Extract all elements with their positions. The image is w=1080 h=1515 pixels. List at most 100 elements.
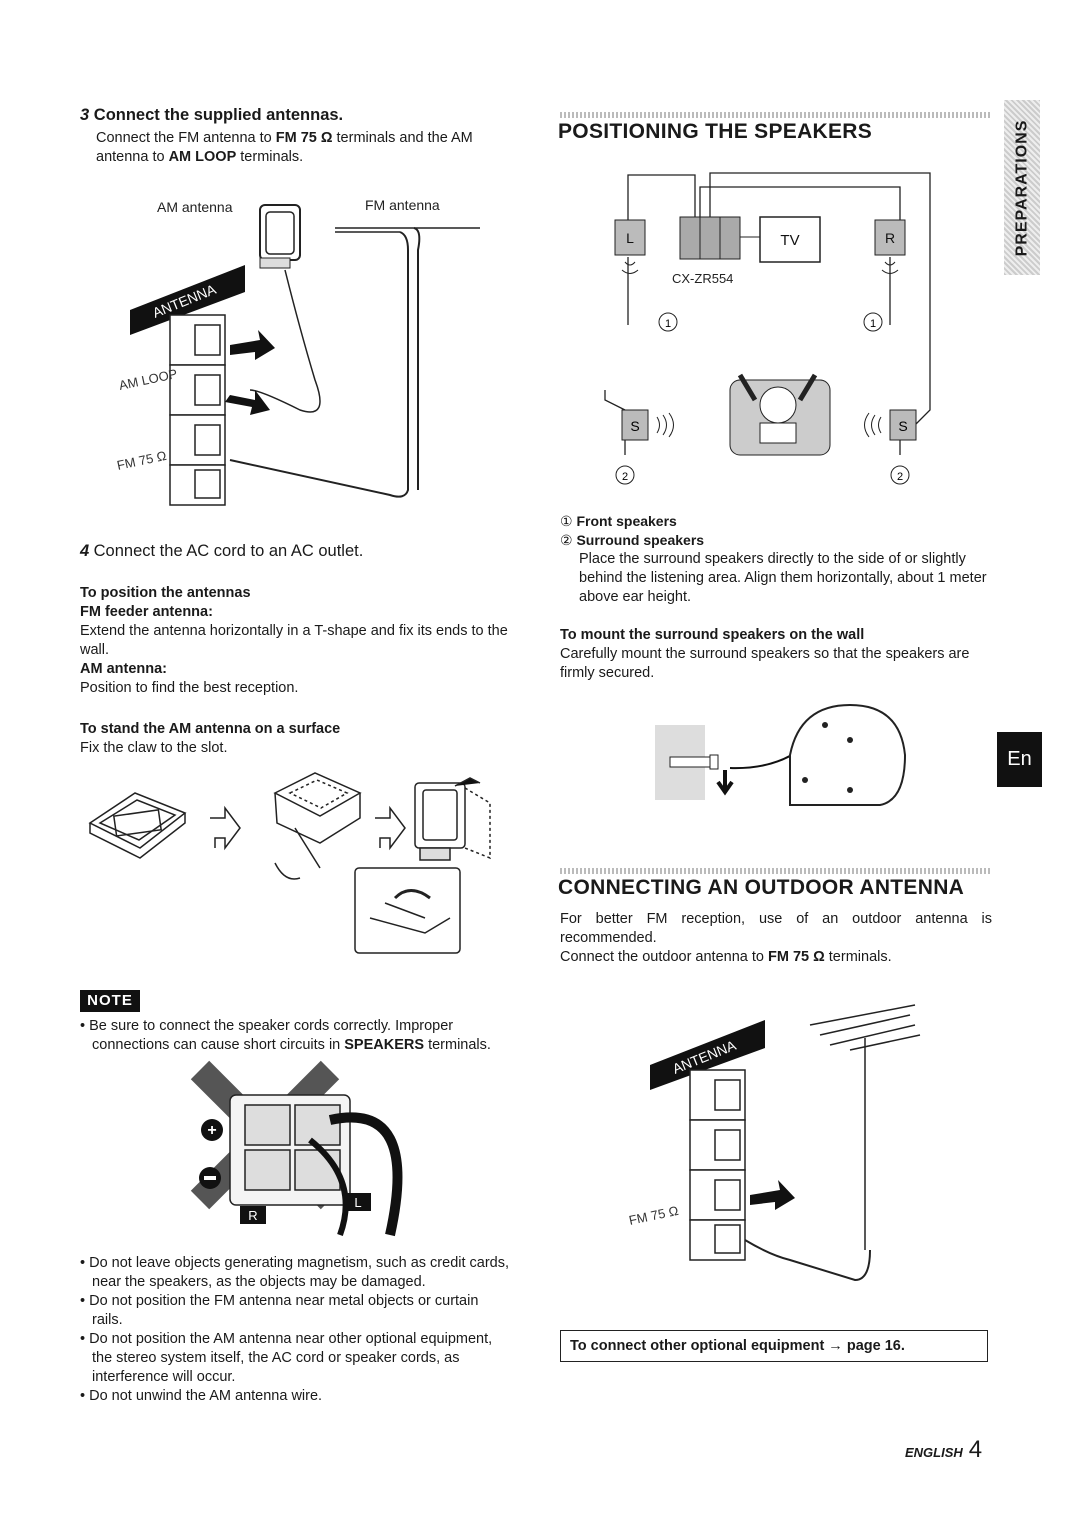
legend-surround-num: ② [560, 532, 573, 548]
note-first-bullet: • Be sure to connect the speaker cords c… [80, 1017, 512, 1055]
l-badge [345, 1193, 371, 1211]
insert-arrows [225, 330, 275, 415]
fm-antenna-label: FM antenna [365, 197, 440, 213]
note-bullet-3: • Do not position the FM antenna near me… [80, 1293, 479, 1328]
speakers-title-rule [560, 112, 990, 118]
slot-detail-inset [354, 867, 461, 954]
note-bullet-1: • Be sure to connect the speaker cords c… [80, 1018, 491, 1053]
outdoor-antenna-figure: ANTENNA FM 75 Ω [628, 1004, 921, 1282]
l-badge-text: L [354, 1195, 361, 1210]
note-bullet-2-text: Do not leave objects generating magnetis… [89, 1255, 510, 1290]
note-bullet-5: • Do not unwind the AM antenna wire. [80, 1388, 323, 1404]
step4-title: Connect the AC cord to an AC outlet. [93, 542, 364, 560]
step3-text-fm: FM 75 Ω [275, 130, 333, 146]
note-bullet-4-text: Do not position the AM antenna near othe… [89, 1331, 493, 1385]
surround-right-label: S [898, 418, 907, 434]
screw-icon [669, 754, 719, 770]
note-bullet-4: • Do not position the AM antenna near ot… [80, 1331, 493, 1385]
fm-t-antenna [229, 227, 480, 498]
legend-front-text: Front speakers [576, 513, 677, 529]
surround-left-label: S [630, 418, 639, 434]
note-bullet-1-speakers: SPEAKERS [344, 1037, 425, 1053]
outdoor-terminal-stack [689, 1069, 746, 1261]
outdoor-text: For better FM reception, use of an outdo… [560, 910, 992, 967]
legend-surround-text: Surround speakers [576, 532, 705, 548]
legend-front-num: ① [560, 513, 573, 529]
step3-text-e: terminals. [236, 149, 304, 165]
marker-2-right-text: 2 [897, 471, 903, 483]
note-bullet-1-c: terminals. [424, 1037, 491, 1053]
en-language-tab: En [997, 732, 1042, 787]
step3-text-c: terminals and the AM antenna to [96, 130, 473, 165]
front-right-label: R [885, 230, 895, 246]
surround-speaker-marker-right: 2 [890, 465, 910, 485]
outdoor-text-1: For better FM reception, use of an outdo… [560, 911, 992, 946]
legend-surround: ② Surround speakers [560, 531, 992, 550]
step3-title: Connect the supplied antennas. [93, 106, 344, 124]
wall-mount-heading: To mount the surround speakers on the wa… [560, 627, 865, 643]
preparations-side-label-wrap: PREPARATIONS [1004, 100, 1040, 275]
standing-am-antenna [414, 777, 491, 861]
fm-feeder-heading: FM feeder antenna: [80, 604, 213, 620]
model-label: CX-ZR554 [672, 271, 733, 286]
footer-language: ENGLISH [905, 1445, 963, 1460]
front-left-speaker: L [614, 219, 646, 274]
minus-icon [199, 1167, 221, 1189]
wall-mount-figure [655, 703, 907, 806]
stand-text: Fix the claw to the slot. [80, 740, 228, 756]
step-arrow-1 [210, 805, 241, 851]
legend-front: ① Front speakers [560, 512, 992, 531]
wall-mount-section: To mount the surround speakers on the wa… [560, 626, 992, 683]
am-antenna-text: Position to find the best reception. [80, 680, 299, 696]
speaker-placement-diagram: L TV CX-ZR554 R 1 1 S S [604, 172, 931, 485]
note-bullet-1-a: Be sure to connect the speaker cords cor… [89, 1018, 454, 1053]
speaker-cord-2 [308, 1137, 349, 1237]
step-arrow-2 [375, 805, 406, 851]
wall-mount-text: Carefully mount the surround speakers so… [560, 646, 970, 681]
position-antennas-section: To position the antennas FM feeder anten… [80, 584, 520, 698]
position-heading: To position the antennas [80, 585, 251, 601]
down-arrow-icon [716, 770, 734, 796]
fm75-label: FM 75 Ω [116, 448, 168, 473]
outdoor-text-2-fm: FM 75 Ω [768, 949, 825, 965]
outdoor-fm75-label: FM 75 Ω [628, 1203, 680, 1228]
front-speaker-marker-left: 1 [658, 312, 678, 332]
step3-text: Connect the FM antenna to FM 75 Ω termin… [80, 129, 520, 167]
preparations-side-tab [1004, 100, 1040, 275]
outdoor-title-rule [560, 868, 990, 874]
note-bullet-5-text: Do not unwind the AM antenna wire. [89, 1388, 323, 1404]
listener-figure [729, 373, 831, 456]
stand-section: To stand the AM antenna on a surface Fix… [80, 720, 520, 758]
speaker-legend: ① Front speakers ② Surround speakers Pla… [560, 512, 992, 607]
outdoor-text-2-c: terminals. [824, 949, 892, 965]
marker-1-left-text: 1 [665, 318, 671, 330]
page-footer: ENGLISH 4 [905, 1436, 982, 1464]
step4-heading: 4 Connect the AC cord to an AC outlet. [80, 542, 363, 561]
surround-right-speaker: S [864, 409, 917, 441]
outdoor-insert-arrow [750, 1180, 795, 1210]
speaker-back [789, 703, 907, 806]
surround-left-speaker: S [621, 409, 674, 441]
step3-heading: 3 Connect the supplied antennas. [80, 106, 520, 125]
step3-number: 3 [80, 106, 90, 124]
plus-icon: + [201, 1119, 223, 1141]
step3-text-a: Connect the FM antenna to [96, 130, 276, 146]
svg-text:+: + [207, 1122, 216, 1139]
optional-equipment-text: To connect other optional equipment → pa… [570, 1338, 905, 1354]
outdoor-antenna-title: CONNECTING AN OUTDOOR ANTENNA [558, 876, 965, 899]
am-antenna-heading: AM antenna: [80, 661, 167, 677]
surround-speaker-marker-left: 2 [615, 465, 635, 485]
step4-number: 4 [80, 542, 90, 560]
am-antenna-stand-figure [88, 772, 491, 954]
yagi-antenna [809, 1004, 921, 1250]
step3-section: 3 Connect the supplied antennas. Connect… [80, 106, 520, 167]
front-right-speaker: R [874, 219, 906, 274]
outdoor-cable [744, 1239, 871, 1282]
front-left-label: L [626, 230, 634, 246]
marker-2-left-text: 2 [622, 471, 628, 483]
front-speaker-marker-right: 1 [863, 312, 883, 332]
center-unit [679, 216, 760, 260]
note-bullet-3-text: Do not position the FM antenna near meta… [89, 1293, 479, 1328]
note-bullets: • Do not leave objects generating magnet… [80, 1254, 512, 1406]
positioning-speakers-title: POSITIONING THE SPEAKERS [558, 120, 873, 143]
